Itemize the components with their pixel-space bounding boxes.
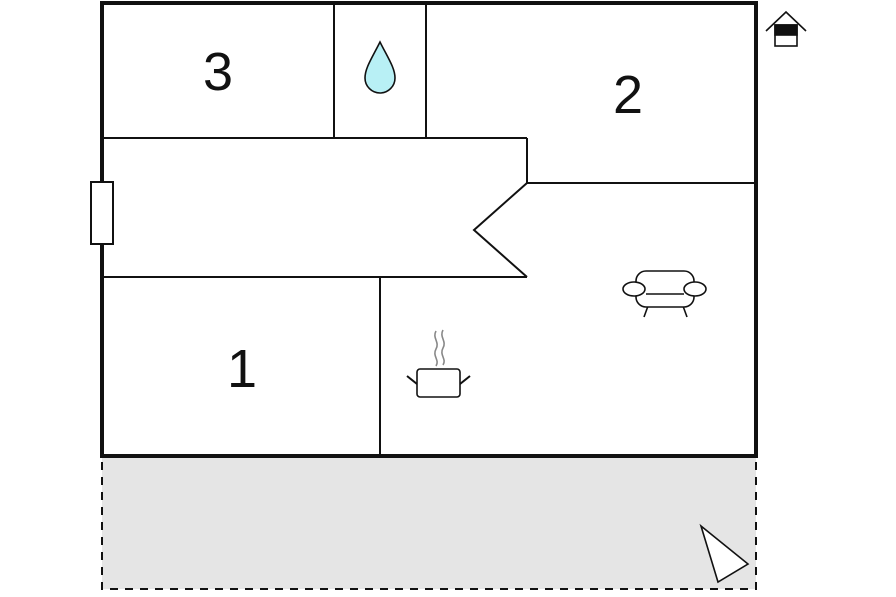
sofa-icon — [622, 270, 707, 318]
door-icon — [90, 181, 114, 245]
interior-walls — [102, 3, 756, 456]
cooking-pot-icon — [406, 329, 471, 398]
north-arrow-icon — [699, 523, 750, 584]
room-label-2: 2 — [613, 65, 643, 125]
room-label-1: 1 — [227, 339, 257, 399]
room-label-3: 3 — [203, 42, 233, 102]
terrace-area — [101, 455, 757, 590]
water-drop-icon — [364, 40, 396, 94]
house-entrance-icon — [765, 10, 807, 47]
